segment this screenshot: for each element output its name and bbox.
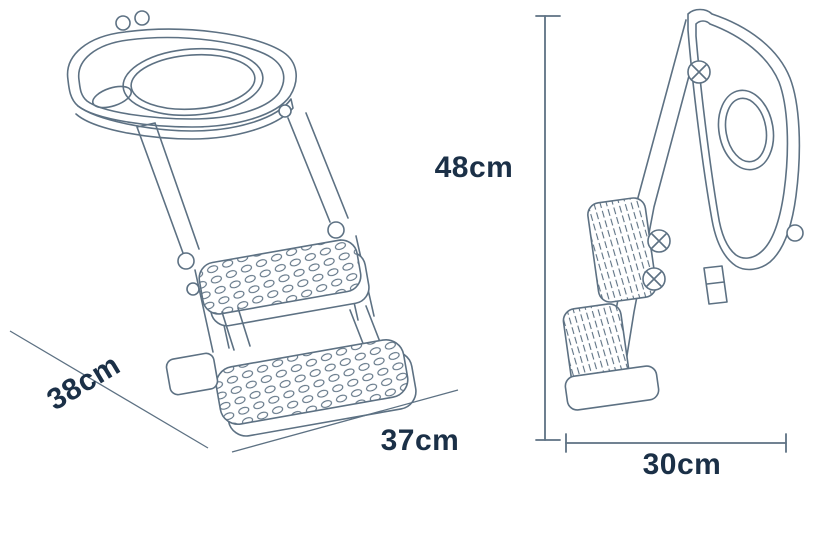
width-dimension-line	[231, 389, 459, 453]
folded-width-dimension-line	[565, 433, 787, 453]
folded-ladder-drawing	[562, 8, 804, 411]
unfolded-ladder-drawing	[66, 10, 417, 437]
height-dimension-label: 48cm	[434, 151, 514, 184]
depth-dimension-line	[9, 330, 209, 449]
screw-icon	[687, 60, 711, 84]
width-dimension-label: 37cm	[380, 424, 460, 457]
screw-icon	[647, 229, 671, 253]
screw-icon	[642, 267, 666, 291]
height-dimension-line	[535, 15, 561, 441]
folded-width-dimension-label: 30cm	[642, 448, 722, 481]
